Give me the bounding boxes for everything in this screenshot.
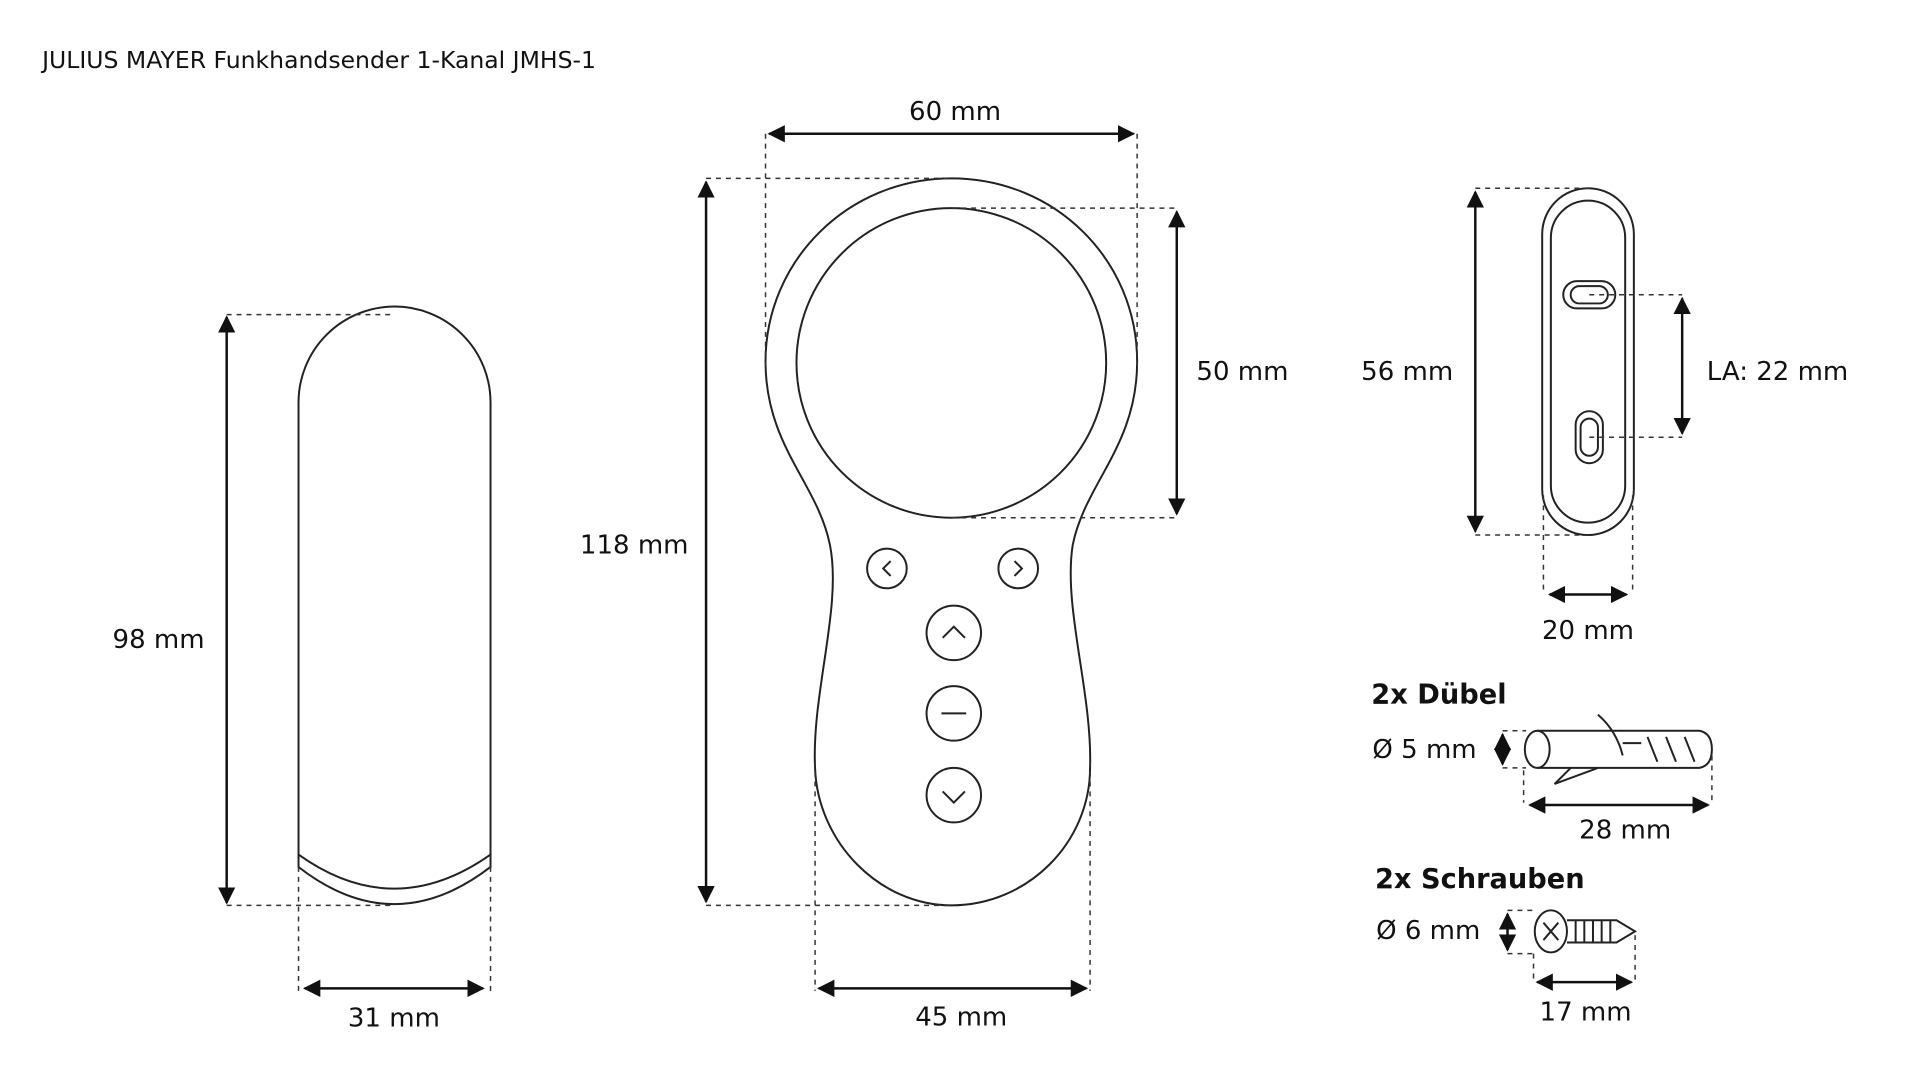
front-height-label: 118 mm	[580, 531, 689, 561]
up-button	[925, 604, 983, 662]
chevron-right-icon	[1013, 560, 1024, 577]
side-height-label: 98 mm	[113, 625, 205, 655]
stop-button	[925, 685, 983, 742]
ring-diameter-label: 50 mm	[1196, 357, 1288, 387]
front-view-remote: 60 mm 118 mm 50 mm 45 mm	[580, 97, 1288, 1032]
down-button	[925, 766, 983, 824]
dowel-length-label: 28 mm	[1579, 815, 1671, 845]
page-title: JULIUS MAYER Funkhandsender 1-Kanal JMHS…	[40, 46, 596, 74]
wall-holder: 56 mm LA: 22 mm 20 mm	[1361, 187, 1848, 646]
hole-distance-label: LA: 22 mm	[1707, 357, 1848, 387]
dowel-heading: 2x Dübel	[1371, 679, 1506, 710]
left-button	[866, 547, 908, 590]
chevron-up-icon	[941, 625, 966, 639]
dowel-diameter-label: Ø 5 mm	[1372, 735, 1476, 765]
chevron-left-icon	[881, 560, 892, 577]
side-width-label: 31 mm	[348, 1004, 440, 1034]
holder-width-label: 20 mm	[1542, 616, 1634, 646]
front-width-top-label: 60 mm	[909, 97, 1001, 127]
holder-height-label: 56 mm	[1361, 357, 1453, 387]
front-width-bottom-label: 45 mm	[915, 1003, 1007, 1033]
screw: 2x Schrauben Ø 6 mm 17 mm	[1375, 864, 1638, 1028]
side-view-remote: 98 mm 31 mm	[113, 305, 492, 1034]
screw-diameter-label: Ø 6 mm	[1376, 916, 1480, 946]
screw-heading: 2x Schrauben	[1375, 864, 1585, 895]
screw-length-label: 17 mm	[1540, 998, 1632, 1028]
right-button	[997, 547, 1040, 590]
dowel: 2x Dübel Ø 5 mm 28 mm	[1371, 679, 1713, 845]
chevron-down-icon	[941, 790, 966, 804]
